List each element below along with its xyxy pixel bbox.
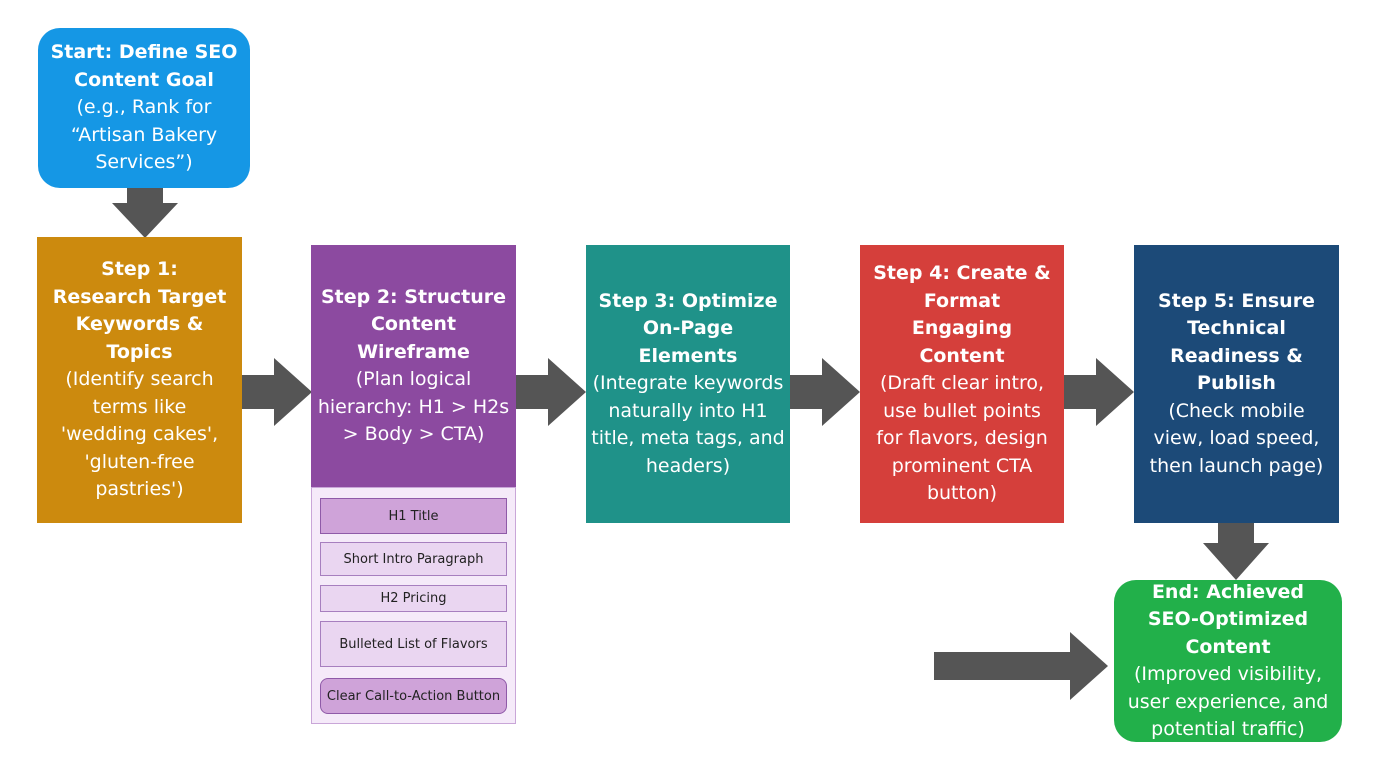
arrow-step4-to-step5 bbox=[1064, 358, 1134, 426]
arrow-start-to-step1 bbox=[112, 188, 178, 238]
step3-title: Step 3: Optimize On-Page Elements bbox=[598, 289, 778, 367]
step5-node: Step 5: Ensure Technical Readiness & Pub… bbox=[1134, 245, 1339, 523]
step2-node: Step 2: Structure Content Wireframe (Pla… bbox=[311, 245, 516, 487]
end-body: (Improved visibility, user experience, a… bbox=[1127, 663, 1329, 740]
start-node: Start: Define SEO Content Goal (e.g., Ra… bbox=[38, 28, 250, 188]
step1-node: Step 1: Research Target Keywords & Topic… bbox=[37, 237, 242, 523]
start-body: (e.g., Rank for “Artisan Bakery Services… bbox=[70, 96, 218, 174]
step2-title: Step 2: Structure Content Wireframe bbox=[320, 285, 507, 363]
step1-body: (Identify search terms like 'wedding cak… bbox=[60, 368, 219, 501]
wireframe-item-h2-pricing: H2 Pricing bbox=[320, 585, 507, 612]
step5-body: (Check mobile view, load speed, then lau… bbox=[1149, 399, 1324, 477]
end-title: End: Achieved SEO-Optimized Content bbox=[1147, 580, 1309, 658]
arrow-step1-to-step2 bbox=[242, 358, 312, 426]
arrow-step3-to-step4 bbox=[790, 358, 860, 426]
arrow-into-end bbox=[934, 632, 1108, 700]
arrow-step5-to-end bbox=[1203, 523, 1269, 580]
wireframe-panel: H1 Title Short Intro Paragraph H2 Pricin… bbox=[311, 487, 516, 724]
end-node: End: Achieved SEO-Optimized Content (Imp… bbox=[1114, 580, 1342, 742]
step5-title: Step 5: Ensure Technical Readiness & Pub… bbox=[1158, 289, 1315, 395]
step4-title: Step 4: Create & Format Engaging Content bbox=[873, 262, 1051, 367]
step4-node: Step 4: Create & Format Engaging Content… bbox=[860, 245, 1064, 523]
start-title: Start: Define SEO Content Goal bbox=[50, 41, 238, 91]
wireframe-item-cta: Clear Call-to-Action Button bbox=[320, 678, 507, 714]
step1-title: Step 1: Research Target Keywords & Topic… bbox=[52, 258, 227, 363]
wireframe-item-h1-title: H1 Title bbox=[320, 498, 507, 534]
wireframe-item-intro: Short Intro Paragraph bbox=[320, 542, 507, 576]
step4-body: (Draft clear intro, use bullet points fo… bbox=[876, 372, 1048, 505]
step2-body: (Plan logical hierarchy: H1 > H2s > Body… bbox=[317, 368, 510, 445]
wireframe-item-bulleted-list: Bulleted List of Flavors bbox=[320, 621, 507, 667]
arrow-step2-to-step3 bbox=[516, 358, 586, 426]
step3-body: (Integrate keywords naturally into H1 ti… bbox=[591, 372, 785, 477]
step3-node: Step 3: Optimize On-Page Elements (Integ… bbox=[586, 245, 790, 523]
